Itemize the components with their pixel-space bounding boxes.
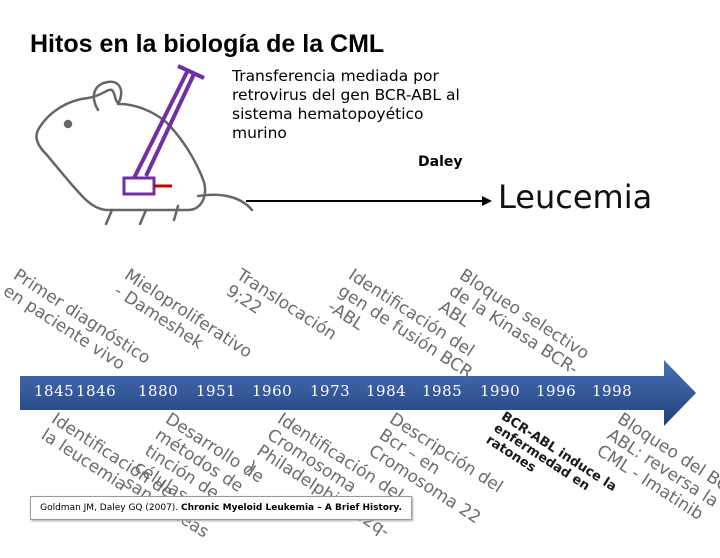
event-1998: Bloqueo del BCR- ABL: reversa la CML - I…: [593, 410, 720, 538]
slide-title: Hitos en la biología de la CML: [30, 30, 384, 59]
year-label: 1951: [196, 382, 236, 400]
year-label: 1845: [34, 382, 74, 400]
mouse-eye: [65, 121, 71, 127]
daley-label: Daley: [418, 154, 463, 170]
year-label: 1880: [138, 382, 178, 400]
mouse-tail: [198, 195, 252, 210]
year-label: 1960: [252, 382, 292, 400]
event-1990: BCR-ABL induce la enfermedad en ratones: [483, 410, 618, 518]
reference-work: Chronic Myeloid Leukemia – A Brief Histo…: [181, 503, 402, 513]
transfer-description: Transferencia mediada por retrovirus del…: [232, 67, 472, 143]
reference-citation: Goldman JM, Daley GQ (2007). Chronic Mye…: [30, 496, 412, 520]
daley-arrow: [246, 194, 492, 208]
year-label: 1984: [366, 382, 406, 400]
year-label: 1998: [592, 382, 632, 400]
year-label: 1973: [310, 382, 350, 400]
leucemia-label: Leucemia: [498, 178, 652, 216]
event-1960-below: Desarrollo de métodos de tinción de célu…: [120, 410, 267, 551]
year-label: 1846: [76, 382, 116, 400]
syringe-icon: [124, 66, 204, 194]
year-label: 1990: [480, 382, 520, 400]
reference-authors: Goldman JM, Daley GQ (2007).: [40, 503, 181, 513]
